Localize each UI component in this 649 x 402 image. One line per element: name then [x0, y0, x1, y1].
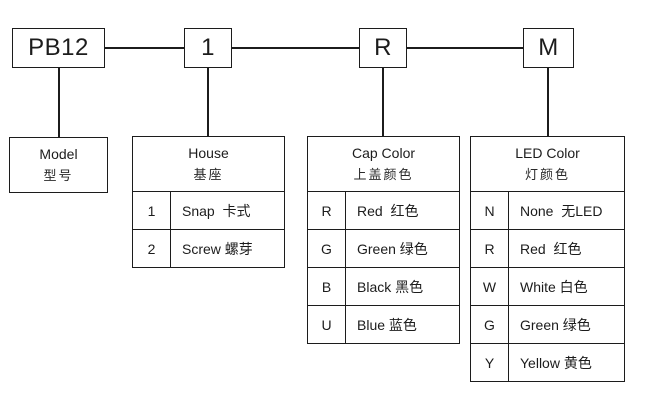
code-box-led-color: M	[523, 28, 574, 68]
option-label: Blue 蓝色	[357, 316, 417, 333]
table-row: R Red 红色	[471, 229, 624, 267]
table-model: Model 型号	[9, 137, 108, 193]
table-row: U Blue 蓝色	[308, 305, 459, 343]
option-code: U	[308, 306, 346, 343]
option-label: Green 绿色	[520, 316, 591, 333]
option-code: G	[308, 230, 346, 267]
option-label: Red 红色	[357, 202, 419, 219]
table-row: W White 白色	[471, 267, 624, 305]
table-title-en: LED Color	[515, 145, 580, 161]
table-title-zh: 基座	[193, 167, 224, 182]
table-row: N None 无LED	[471, 191, 624, 229]
connector-line-vertical	[382, 68, 384, 136]
table-row: R Red 红色	[308, 191, 459, 229]
option-code: 2	[133, 230, 171, 267]
table-row: Y Yellow 黄色	[471, 343, 624, 381]
option-code: W	[471, 268, 509, 305]
connector-line-horizontal	[105, 47, 184, 49]
option-label: White 白色	[520, 278, 588, 295]
code-box-house: 1	[184, 28, 232, 68]
option-code: N	[471, 192, 509, 229]
table-title-en: House	[188, 145, 229, 161]
option-label: Snap 卡式	[182, 202, 251, 219]
table-title-zh: 灯颜色	[524, 167, 570, 182]
option-label: Red 红色	[520, 240, 582, 257]
table-led-color-header: LED Color 灯颜色	[471, 137, 624, 191]
table-cap-color: Cap Color 上盖颜色 R Red 红色 G Green 绿色 B Bla…	[307, 136, 460, 344]
code-box-model: PB12	[12, 28, 105, 68]
table-row: 2 Screw 螺芽	[133, 229, 284, 267]
option-label: Yellow 黄色	[520, 354, 592, 371]
option-label: Black 黑色	[357, 278, 424, 295]
option-code: B	[308, 268, 346, 305]
table-model-header: Model 型号	[10, 138, 107, 192]
table-title-zh: 上盖颜色	[353, 167, 414, 182]
connector-line-horizontal	[232, 47, 359, 49]
option-label: Screw 螺芽	[182, 240, 253, 257]
table-row: 1 Snap 卡式	[133, 191, 284, 229]
table-row: B Black 黑色	[308, 267, 459, 305]
table-house: House 基座 1 Snap 卡式 2 Screw 螺芽	[132, 136, 285, 268]
option-code: G	[471, 306, 509, 343]
table-row: G Green 绿色	[471, 305, 624, 343]
table-cap-color-header: Cap Color 上盖颜色	[308, 137, 459, 191]
code-box-cap-color: R	[359, 28, 407, 68]
table-house-header: House 基座	[133, 137, 284, 191]
option-code: 1	[133, 192, 171, 229]
option-label: Green 绿色	[357, 240, 428, 257]
table-title-en: Cap Color	[351, 145, 416, 161]
option-code: Y	[471, 344, 509, 381]
connector-line-vertical	[207, 68, 209, 136]
table-row: G Green 绿色	[308, 229, 459, 267]
table-title-zh: 型号	[43, 168, 74, 183]
option-code: R	[471, 230, 509, 267]
option-label: None 无LED	[520, 202, 603, 219]
connector-line-horizontal	[407, 47, 523, 49]
option-code: R	[308, 192, 346, 229]
table-led-color: LED Color 灯颜色 N None 无LED R Red 红色 W Whi…	[470, 136, 625, 382]
connector-line-vertical	[547, 68, 549, 136]
table-title-en: Model	[39, 146, 78, 162]
connector-line-vertical	[58, 68, 60, 137]
